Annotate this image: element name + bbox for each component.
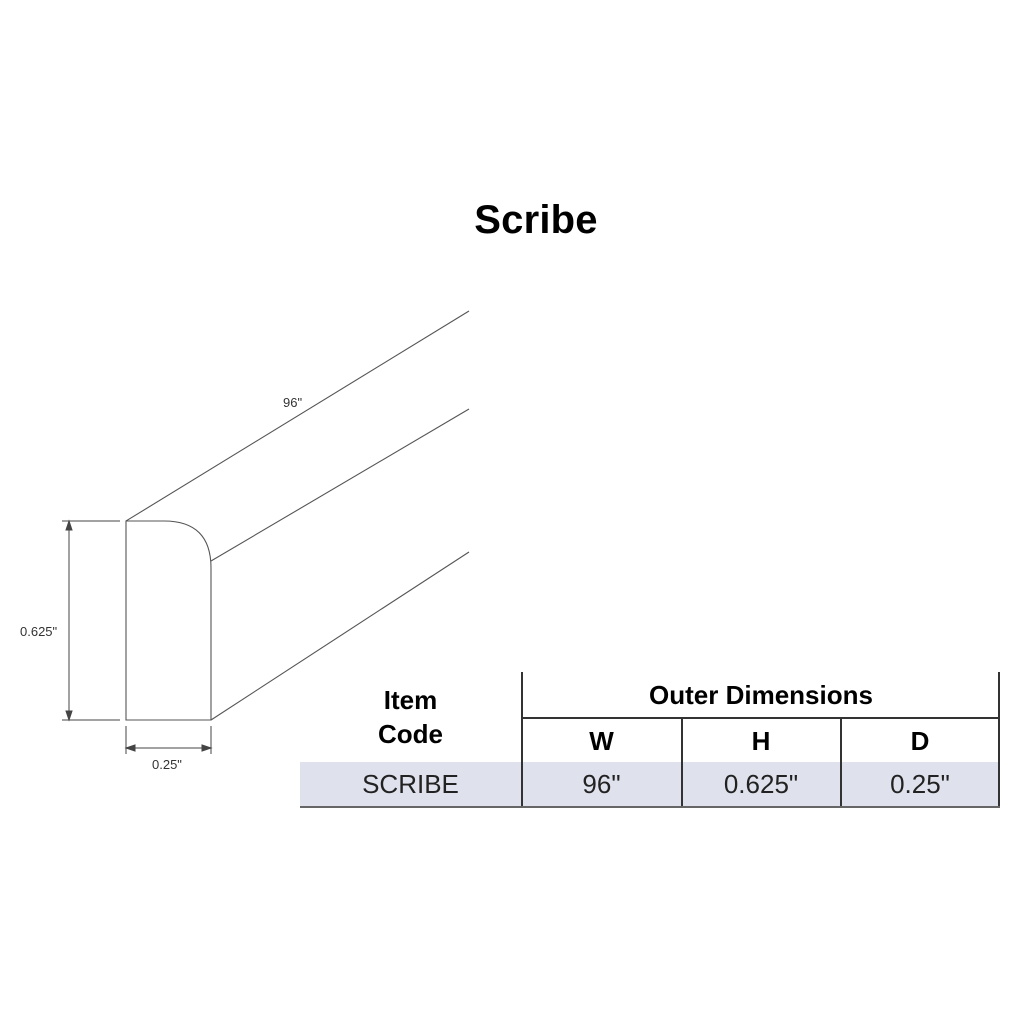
column-header-h: H — [751, 725, 771, 756]
divider — [840, 717, 842, 807]
item-code-header: Item Code — [300, 672, 521, 762]
item-code-header-line2: Code — [378, 719, 443, 749]
table-cell-h: 0.625" — [723, 768, 799, 799]
height-label: 0.625" — [20, 624, 58, 639]
profile-outline — [125, 520, 212, 721]
divider — [521, 717, 1000, 719]
column-header-d: D — [910, 725, 930, 756]
top-front-edge — [210, 408, 470, 562]
length-label: 96" — [283, 395, 302, 410]
column-header-w: W — [589, 725, 614, 756]
table-cell-item-code: SCRIBE — [362, 768, 459, 799]
divider — [681, 717, 683, 807]
table-row-band — [300, 762, 1000, 807]
page-title: Scribe — [474, 198, 598, 242]
outer-dimensions-header: Outer Dimensions — [649, 679, 873, 710]
divider — [998, 672, 1000, 807]
table-cell-d: 0.25" — [890, 768, 950, 799]
spec-table: Item Code Outer Dimensions W H D SCRIBE … — [300, 672, 1000, 808]
depth-label: 0.25" — [152, 757, 182, 772]
top-back-edge — [125, 310, 470, 522]
table-cell-w: 96" — [582, 768, 621, 799]
item-code-header-line1: Item — [383, 685, 438, 715]
bottom-front-edge — [210, 551, 470, 721]
divider — [521, 672, 523, 807]
divider — [300, 806, 1000, 808]
